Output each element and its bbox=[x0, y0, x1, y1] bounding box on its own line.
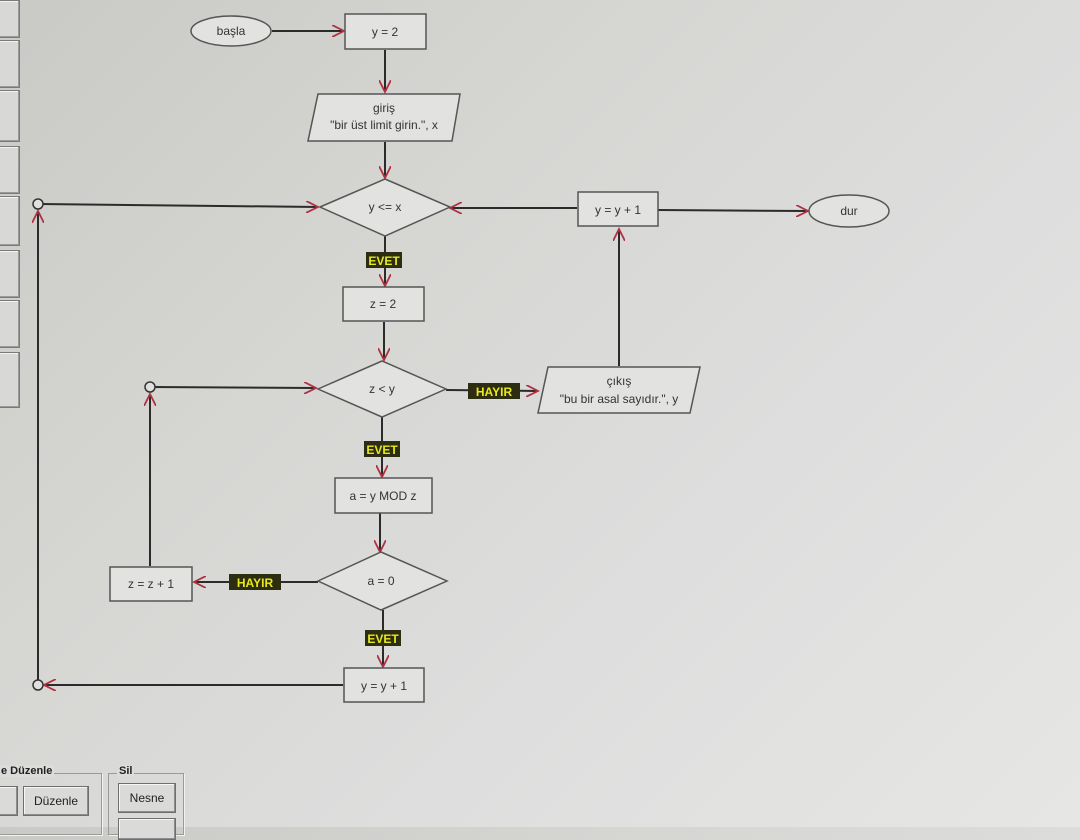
node-cond-y-le-x-label: y <= x bbox=[369, 200, 402, 214]
label-yes-2-text: EVET bbox=[366, 443, 398, 457]
toolbar-button-4[interactable] bbox=[0, 146, 20, 194]
node-init-z-label: z = 2 bbox=[370, 297, 397, 311]
node-stop[interactable]: dur bbox=[808, 194, 890, 228]
label-yes-1: EVET bbox=[366, 252, 402, 268]
node-input-title: giriş bbox=[373, 101, 395, 115]
toolbar-button-2[interactable] bbox=[0, 40, 20, 88]
edge-yinc-to-stop bbox=[657, 210, 808, 211]
edit-group-title: e Düzenle bbox=[0, 765, 55, 777]
node-y-plus-one-top-label: y = y + 1 bbox=[595, 203, 641, 217]
toolbar-button-5[interactable] bbox=[0, 196, 20, 246]
toolbar-button-7[interactable] bbox=[0, 300, 20, 348]
node-cond-z-lt-y-label: z < y bbox=[369, 382, 395, 396]
connectors bbox=[38, 31, 808, 685]
label-yes-1-text: EVET bbox=[368, 254, 400, 268]
node-cond-a-eq-0-label: a = 0 bbox=[367, 574, 394, 588]
left-toolbar bbox=[0, 0, 22, 408]
node-cond-z-lt-y[interactable]: z < y bbox=[316, 360, 448, 418]
node-mod-assign-label: a = y MOD z bbox=[349, 489, 416, 503]
node-stop-label: dur bbox=[840, 204, 857, 218]
delete-object-button[interactable]: Nesne bbox=[118, 783, 176, 813]
edit-group-left-button[interactable] bbox=[0, 786, 18, 816]
node-cond-a-eq-0[interactable]: a = 0 bbox=[316, 551, 449, 611]
node-cond-y-le-x[interactable]: y <= x bbox=[318, 178, 452, 237]
label-no-1-text: HAYIR bbox=[476, 385, 513, 399]
node-y-plus-one-bottom-label: y = y + 1 bbox=[361, 679, 407, 693]
toolbar-button-3[interactable] bbox=[0, 90, 20, 142]
node-output[interactable]: çıkış "bu bir asal sayıdır.", y bbox=[537, 366, 701, 414]
node-init-z[interactable]: z = 2 bbox=[342, 286, 425, 322]
delete-group-second-button[interactable] bbox=[118, 818, 176, 840]
outer-loop-junction-top bbox=[32, 198, 44, 210]
node-start[interactable]: başla bbox=[190, 15, 272, 47]
node-init-y-label: y = 2 bbox=[372, 25, 399, 39]
label-yes-2: EVET bbox=[364, 441, 400, 457]
label-no-1: HAYIR bbox=[468, 383, 520, 399]
delete-group-title: Sil bbox=[117, 765, 135, 777]
node-input[interactable]: giriş "bir üst limit girin.", x bbox=[307, 93, 461, 142]
node-y-plus-one-bottom[interactable]: y = y + 1 bbox=[343, 667, 425, 703]
label-yes-3: EVET bbox=[365, 630, 401, 646]
node-y-plus-one-top[interactable]: y = y + 1 bbox=[577, 191, 659, 227]
edge-outer-loop-to-cond1 bbox=[39, 204, 318, 207]
label-no-2: HAYIR bbox=[229, 574, 281, 590]
node-input-args: "bir üst limit girin.", x bbox=[330, 118, 438, 132]
toolbar-button-8[interactable] bbox=[0, 352, 20, 408]
node-init-y[interactable]: y = 2 bbox=[344, 13, 427, 50]
inner-loop-junction bbox=[144, 381, 156, 393]
edit-group: e Düzenle bbox=[0, 765, 102, 835]
toolbar-button-6[interactable] bbox=[0, 250, 20, 298]
node-mod-assign[interactable]: a = y MOD z bbox=[334, 477, 433, 514]
node-start-label: başla bbox=[217, 24, 246, 38]
label-no-2-text: HAYIR bbox=[237, 576, 274, 590]
node-z-plus-one[interactable]: z = z + 1 bbox=[109, 566, 193, 602]
edge-inner-loop-to-cond2 bbox=[149, 387, 316, 388]
node-z-plus-one-label: z = z + 1 bbox=[128, 577, 174, 591]
outer-loop-junction-bottom bbox=[32, 679, 44, 691]
label-yes-3-text: EVET bbox=[367, 632, 399, 646]
edit-button[interactable]: Düzenle bbox=[23, 786, 89, 816]
toolbar-button-1[interactable] bbox=[0, 0, 20, 38]
node-output-args: "bu bir asal sayıdır.", y bbox=[560, 392, 679, 406]
node-output-title: çıkış bbox=[607, 374, 632, 388]
